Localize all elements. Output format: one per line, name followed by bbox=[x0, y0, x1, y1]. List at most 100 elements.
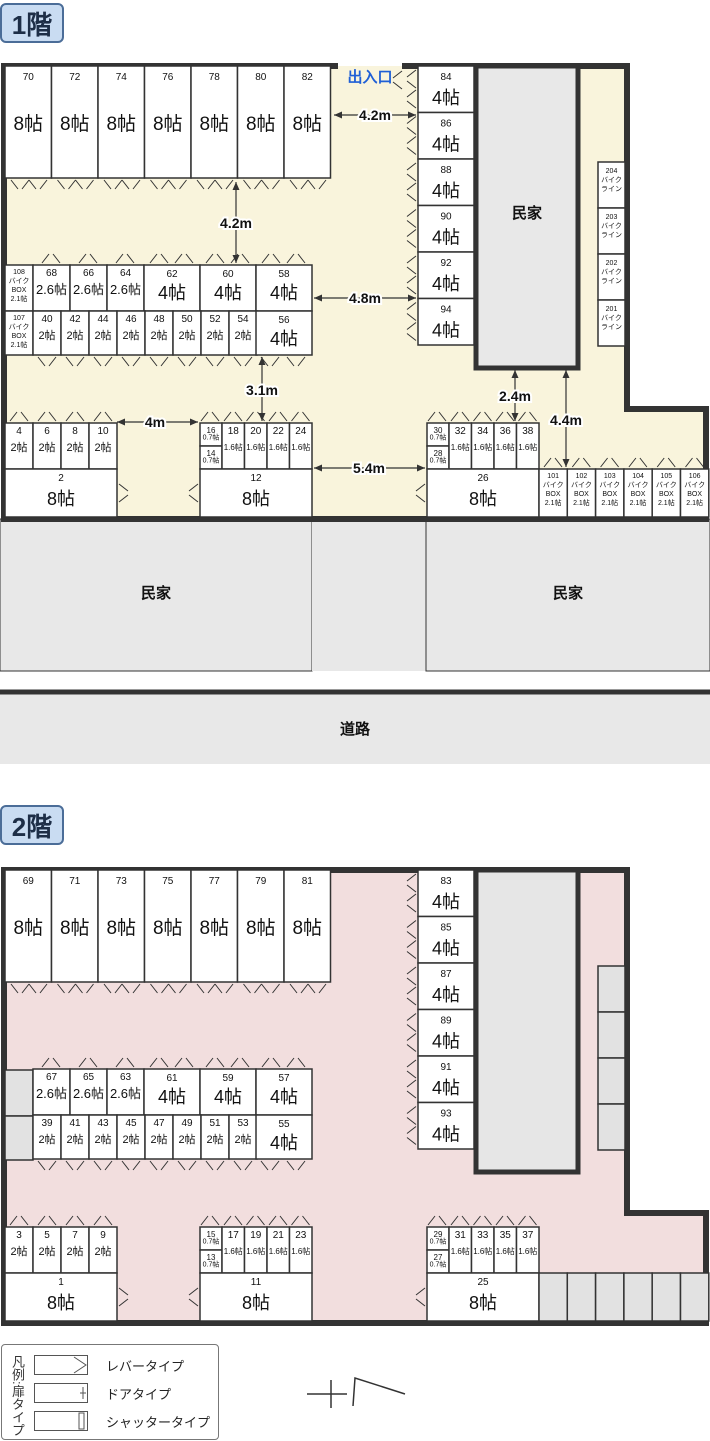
unit-83 bbox=[417, 869, 475, 918]
dist-top-gap-head-0 bbox=[232, 182, 240, 190]
f2-door-57b bbox=[286, 1057, 306, 1068]
unit-number-54: 54 bbox=[237, 314, 249, 325]
f1-door-26 bbox=[415, 483, 426, 503]
unit-area-79: 8帖 bbox=[246, 917, 276, 939]
unit-number-7: 7 bbox=[72, 1230, 78, 1241]
f2-door-73b bbox=[121, 983, 141, 994]
unit-area-2: 8帖 bbox=[47, 489, 75, 509]
f2-door-83b bbox=[406, 893, 417, 913]
unit-68 bbox=[32, 264, 71, 312]
f1-neighbor-house-left bbox=[0, 518, 313, 672]
unit-number-73: 73 bbox=[116, 876, 128, 887]
unit-area-13: 0.7帖 bbox=[203, 1260, 220, 1269]
f2-door-29 bbox=[427, 1215, 447, 1226]
unit-area-82: 8帖 bbox=[292, 113, 322, 135]
f1-door-34 bbox=[473, 411, 492, 422]
f1-house-left-label: 民家 bbox=[141, 584, 171, 602]
f1-door-80b bbox=[261, 179, 280, 190]
f2-door-79a bbox=[243, 983, 262, 994]
unit-number-49: 49 bbox=[181, 1118, 193, 1129]
unit-number-71: 71 bbox=[69, 876, 81, 887]
unit-60 bbox=[199, 264, 257, 312]
f2-door-25 bbox=[415, 1287, 426, 1307]
unit-number-65: 65 bbox=[83, 1072, 95, 1083]
dist-center-block-label: 2.4m bbox=[499, 388, 531, 404]
f2-door-43 bbox=[93, 1160, 113, 1171]
f1-door-32 bbox=[450, 411, 470, 422]
dist-middle-bottom-head-1 bbox=[258, 413, 266, 421]
unit-42 bbox=[60, 310, 90, 356]
unit-area-1: 8帖 bbox=[47, 1293, 75, 1313]
shutter-door-icon bbox=[34, 1411, 88, 1431]
unit-number-37: 37 bbox=[522, 1230, 534, 1241]
unit-93 bbox=[417, 1101, 475, 1150]
unit-70 bbox=[4, 65, 53, 179]
dist-bike-row-head-0 bbox=[562, 370, 570, 378]
f2-door-33 bbox=[473, 1215, 492, 1226]
unit-61 bbox=[143, 1068, 201, 1116]
f2-door-3 bbox=[9, 1215, 29, 1226]
f2-door-59b bbox=[230, 1057, 250, 1068]
f2-door-71b bbox=[75, 983, 94, 994]
dist-center-block-head-0 bbox=[511, 370, 519, 378]
unit-area-68: 2.6帖 bbox=[36, 282, 67, 297]
unit-number-84: 84 bbox=[440, 72, 452, 83]
f1-center-block bbox=[473, 63, 581, 371]
f2-line-slot-2 bbox=[597, 1057, 626, 1105]
unit-area-3: 2帖 bbox=[10, 1245, 27, 1258]
door-type-legend: 凡例:扉タイプ レバータイプ ドアタイプ シャッタータイプ bbox=[1, 1344, 219, 1440]
unit-area-24: 1.6帖 bbox=[291, 442, 310, 452]
f1-door-60a bbox=[205, 253, 225, 264]
f1-door-36 bbox=[495, 411, 515, 422]
unit-number-5: 5 bbox=[44, 1230, 50, 1241]
legend-title: 凡例:扉タイプ bbox=[10, 1355, 25, 1437]
unit-number-38: 38 bbox=[522, 426, 534, 437]
unit-area-59: 4帖 bbox=[214, 1087, 242, 1107]
f1-center-house-label: 民家 bbox=[512, 204, 542, 222]
unit-51 bbox=[200, 1114, 230, 1160]
north-arrow-icon bbox=[307, 1376, 406, 1408]
f2-door-81b bbox=[307, 983, 327, 994]
unit-64 bbox=[106, 264, 145, 312]
unit-area-94: 4帖 bbox=[432, 321, 460, 341]
unit-number-68: 68 bbox=[46, 268, 58, 279]
f1-door-92a bbox=[406, 255, 417, 275]
unit-area-86: 4帖 bbox=[432, 135, 460, 155]
f2-door-83a bbox=[406, 873, 417, 893]
unit-number-39: 39 bbox=[41, 1118, 53, 1129]
f1-neighbor-house-right bbox=[425, 518, 710, 672]
shutter-door-icon-mark bbox=[78, 1412, 85, 1430]
unit-area-83: 4帖 bbox=[432, 892, 460, 912]
f1-door-72a bbox=[57, 179, 76, 190]
unit-number-34: 34 bbox=[477, 426, 489, 437]
f1-door-70a bbox=[10, 179, 30, 190]
unit-area-87: 4帖 bbox=[432, 985, 460, 1005]
unit-area-63: 2.6帖 bbox=[110, 1086, 141, 1101]
unit-number-26: 26 bbox=[477, 473, 489, 484]
f2-door-9 bbox=[93, 1215, 113, 1226]
dist-entrance-label: 4.2m bbox=[359, 107, 391, 123]
unit-number-66: 66 bbox=[83, 268, 95, 279]
f1-door-88b bbox=[406, 182, 417, 202]
unit-area-69: 8帖 bbox=[13, 917, 43, 939]
unit-number-91: 91 bbox=[440, 1062, 452, 1073]
f1-door-82b bbox=[307, 179, 327, 190]
unit-area-64: 2.6帖 bbox=[110, 282, 141, 297]
unit-area-90: 4帖 bbox=[432, 228, 460, 248]
unit-number-19: 19 bbox=[250, 1230, 262, 1241]
unit-area-6: 2帖 bbox=[38, 441, 55, 454]
unit-area-51: 2帖 bbox=[206, 1133, 223, 1146]
unit-number-48: 48 bbox=[153, 314, 165, 325]
unit-area-32: 1.6帖 bbox=[451, 442, 470, 452]
unit-area-44: 2帖 bbox=[94, 329, 111, 342]
f2-door-89a bbox=[406, 1013, 417, 1032]
f2-door-37 bbox=[518, 1215, 537, 1226]
legend-row-shutter: シャッタータイプ bbox=[34, 1410, 210, 1432]
unit-area-71: 8帖 bbox=[60, 917, 90, 939]
f1-door-24 bbox=[291, 411, 310, 422]
f1-door-16 bbox=[200, 411, 220, 422]
unit-number-8: 8 bbox=[72, 426, 78, 437]
f2-door-75a bbox=[150, 983, 169, 994]
